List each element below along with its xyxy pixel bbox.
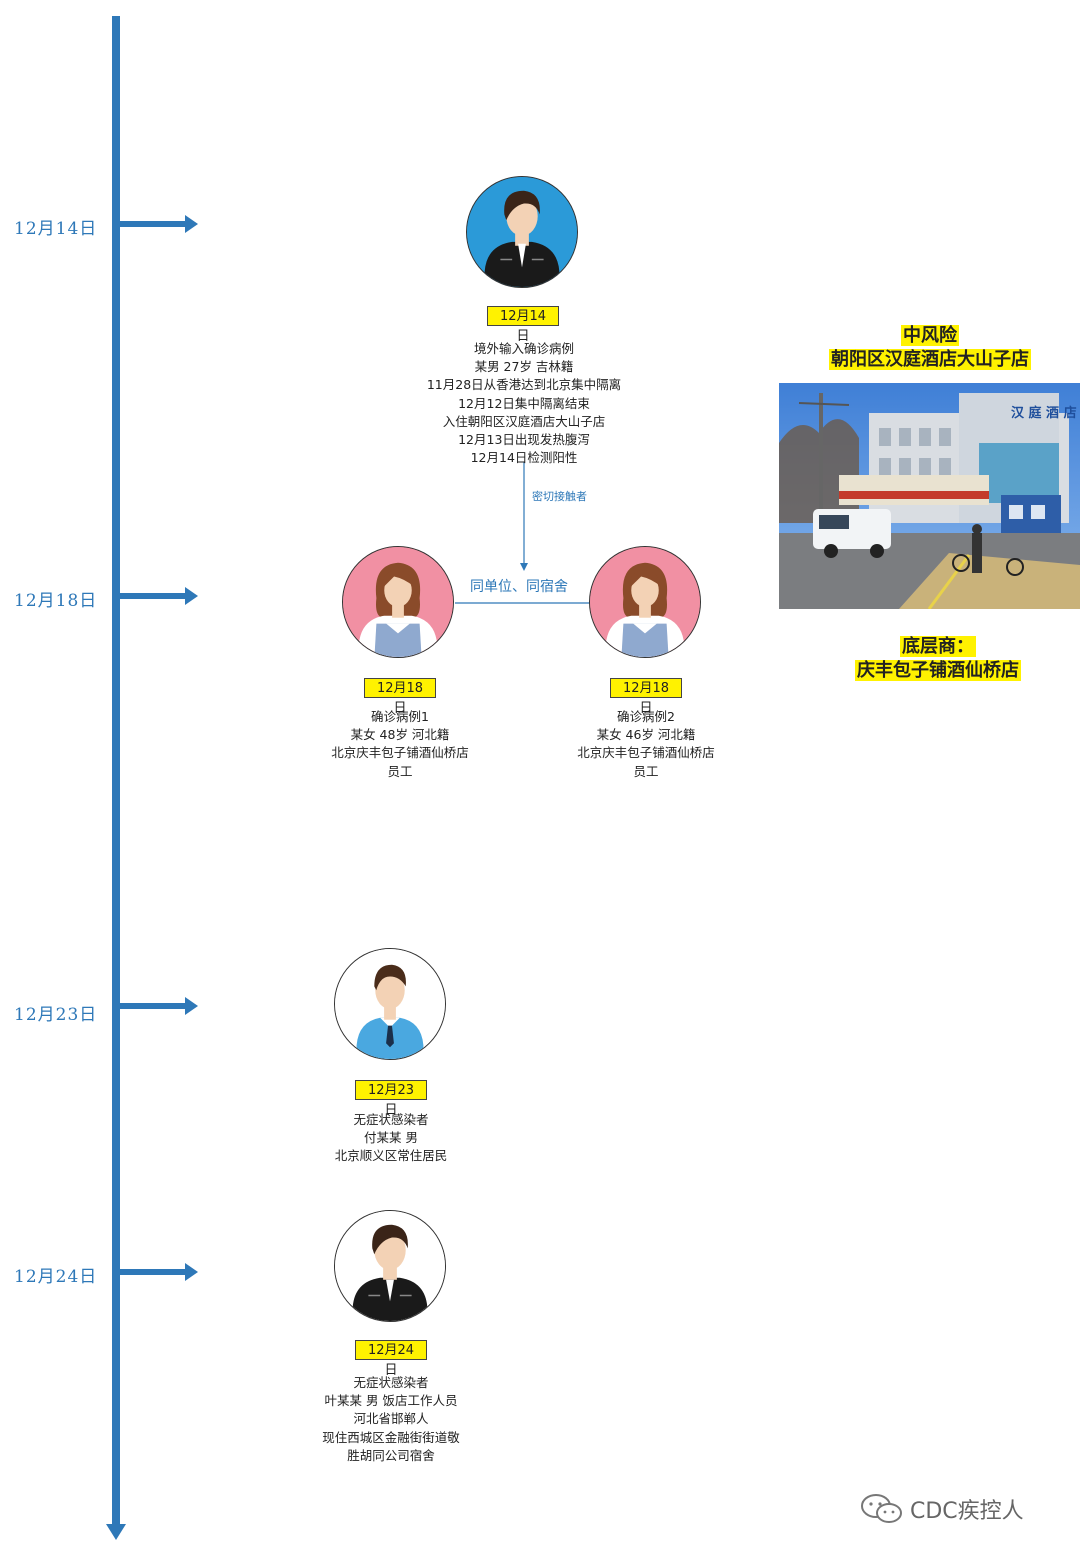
timeline-arrow-1 <box>120 215 198 233</box>
info-line: 北京庆丰包子铺酒仙桥店 <box>577 745 715 761</box>
date-badge-case4: 12月24日 <box>355 1340 427 1378</box>
wechat-icon <box>861 1494 902 1523</box>
timeline-arrow-4 <box>120 1263 198 1281</box>
info-line: 员工 <box>633 763 659 779</box>
date-badge-index: 12月14日 <box>487 306 559 344</box>
case4-info: 无症状感染者 叶某某 男 饭店工作人员 河北省邯郸人 现住西城区金融街街道敬 胜… <box>296 1374 486 1465</box>
risk-place: 朝阳区汉庭酒店大山子店 <box>829 349 1031 370</box>
case3-info: 无症状感染者 付某某 男 北京顺义区常住居民 <box>301 1111 481 1166</box>
info-line: 12月13日出现发热腹泻 <box>458 432 590 448</box>
ground-floor-prefix: 底层商： <box>900 636 976 657</box>
watermark-text: CDC疾控人 <box>910 1499 1024 1524</box>
info-line: 境外输入确诊病例 <box>473 341 574 356</box>
case2-info: 确诊病例2 某女 46岁 河北籍 北京庆丰包子铺酒仙桥店 员工 <box>556 708 736 781</box>
timeline-date-1: 12月14日 <box>14 219 98 239</box>
watermark: CDC疾控人 <box>860 1492 1024 1526</box>
index-case-info: 境外输入确诊病例 某男 27岁 吉林籍 11月28日从香港达到北京集中隔离 12… <box>414 340 634 467</box>
info-line: 河北省邯郸人 <box>353 1411 429 1427</box>
male-avatar-icon <box>334 1210 446 1322</box>
info-line: 付某某 男 <box>364 1130 418 1146</box>
info-line: 某女 48岁 河北籍 <box>350 727 450 743</box>
timeline-arrowhead-icon <box>106 1524 126 1540</box>
close-contact-label: 密切接触者 <box>532 490 587 503</box>
risk-area-title: 中风险 朝阳区汉庭酒店大山子店 <box>800 324 1060 372</box>
info-line: 胜胡同公司宿舍 <box>347 1447 435 1463</box>
date-badge-case3: 12月23日 <box>355 1080 427 1118</box>
male-avatar-icon <box>334 948 446 1060</box>
timeline-axis <box>112 16 120 1528</box>
female-avatar-icon <box>342 546 454 658</box>
timeline-date-2: 12月18日 <box>14 591 98 611</box>
info-line: 员工 <box>387 763 413 779</box>
hotel-sign: 汉 庭 酒 店 <box>1011 405 1077 421</box>
info-line: 确诊病例2 <box>617 709 675 724</box>
info-line: 入住朝阳区汉庭酒店大山子店 <box>442 413 606 429</box>
date-badge-case1: 12月18日 <box>364 678 436 716</box>
timeline-date-3: 12月23日 <box>14 1005 98 1025</box>
ground-floor-shop: 庆丰包子铺酒仙桥店 <box>855 660 1021 681</box>
info-line: 无症状感染者 <box>353 1112 429 1127</box>
timeline-arrow-3 <box>120 997 198 1015</box>
timeline-arrow-2 <box>120 587 198 605</box>
info-line: 无症状感染者 <box>353 1375 429 1390</box>
case1-info: 确诊病例1 某女 48岁 河北籍 北京庆丰包子铺酒仙桥店 员工 <box>310 708 490 781</box>
info-line: 确诊病例1 <box>371 709 429 724</box>
info-line: 某男 27岁 吉林籍 <box>474 359 574 375</box>
timeline-date-4: 12月24日 <box>14 1267 98 1287</box>
info-line: 北京顺义区常住居民 <box>334 1148 448 1164</box>
risk-level: 中风险 <box>901 325 959 346</box>
female-avatar-icon <box>589 546 701 658</box>
info-line: 12月14日检测阳性 <box>470 450 578 466</box>
male-avatar-icon <box>466 176 578 288</box>
same-unit-label: 同单位、同宿舍 <box>466 576 572 596</box>
hotel-photo: 汉 庭 酒 店 <box>779 383 1080 609</box>
info-line: 11月28日从香港达到北京集中隔离 <box>426 377 622 393</box>
ground-floor-label: 底层商： 庆丰包子铺酒仙桥店 <box>818 635 1058 683</box>
info-line: 北京庆丰包子铺酒仙桥店 <box>331 745 469 761</box>
info-line: 12月12日集中隔离结束 <box>458 395 590 411</box>
info-line: 叶某某 男 饭店工作人员 <box>324 1393 458 1409</box>
info-line: 某女 46岁 河北籍 <box>596 727 696 743</box>
date-badge-case2: 12月18日 <box>610 678 682 716</box>
info-line: 现住西城区金融街街道敬 <box>322 1429 460 1445</box>
